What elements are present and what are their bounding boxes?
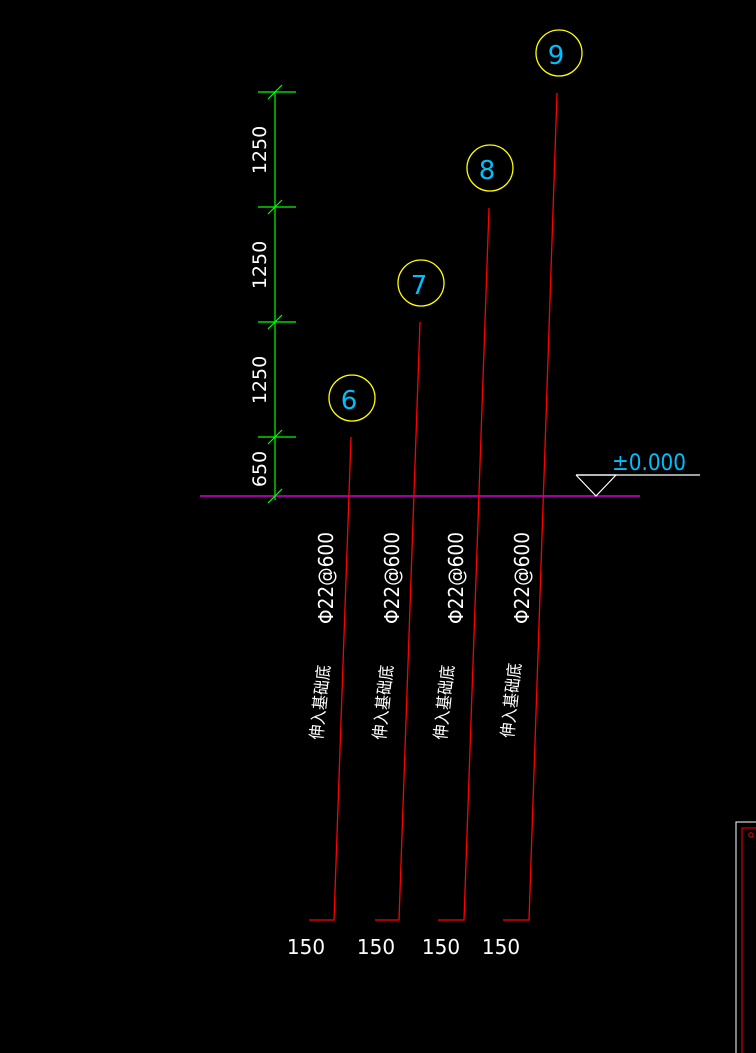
- level-triangle: [575, 474, 618, 497]
- frame-outer: [735, 821, 756, 1053]
- bar-9: 9 Φ22@600 伸入基础底 150: [482, 29, 583, 959]
- bar-line: [309, 436, 352, 921]
- dimension-tick: [267, 199, 283, 215]
- bar-spec: Φ22@600: [314, 532, 338, 624]
- bar-line: [438, 207, 490, 921]
- bar-hook-dim: 150: [357, 935, 395, 959]
- bar-spec: Φ22@600: [510, 532, 534, 624]
- drawing-frame-corner: [735, 821, 756, 1053]
- dimension-tick: [267, 314, 283, 330]
- bar-line: [503, 92, 558, 921]
- bar-mark: 6: [341, 386, 358, 416]
- dimension-labels: 650 1250 1250 1250: [249, 126, 271, 487]
- dimension-tick: [267, 84, 283, 100]
- bar-mark: 8: [479, 156, 496, 186]
- bar-mark-bubble: [535, 29, 583, 77]
- bar-note: 伸入基础底: [431, 664, 459, 741]
- bar-note: 伸入基础底: [370, 664, 398, 741]
- frame-inner: [741, 827, 756, 1053]
- bar-hook-dim: 150: [482, 935, 520, 959]
- bar-note: 伸入基础底: [307, 664, 335, 741]
- bar-mark-bubble: [466, 144, 514, 192]
- bar-mark: 9: [548, 41, 565, 71]
- bar-note: 伸入基础底: [498, 662, 526, 739]
- bar-8: 8 Φ22@600 伸入基础底 150: [422, 144, 514, 959]
- dimension-label-650: 650: [249, 451, 271, 487]
- frame-marker: [748, 832, 754, 838]
- bar-mark-bubble: [397, 259, 445, 307]
- level-label: ±0.000: [612, 451, 686, 476]
- dimension-chain: [258, 84, 296, 504]
- bar-hook-dim: 150: [422, 935, 460, 959]
- bar-hook-dim: 150: [287, 935, 325, 959]
- dimension-tick: [267, 429, 283, 445]
- bar-mark: 7: [411, 271, 428, 301]
- bar-line: [375, 321, 421, 921]
- bar-spec: Φ22@600: [444, 532, 468, 624]
- level-marker: ±0.000: [575, 451, 700, 497]
- dimension-tick: [267, 488, 283, 504]
- dimension-label-1250-c: 1250: [249, 126, 271, 174]
- bar-mark-bubble: [328, 374, 376, 422]
- bar-spec: Φ22@600: [380, 532, 404, 624]
- bar-7: 7 Φ22@600 伸入基础底 150: [357, 259, 445, 959]
- dimension-label-1250-a: 1250: [249, 356, 271, 404]
- bar-6: 6 Φ22@600 伸入基础底 150: [287, 374, 376, 959]
- dimension-label-1250-b: 1250: [249, 241, 271, 289]
